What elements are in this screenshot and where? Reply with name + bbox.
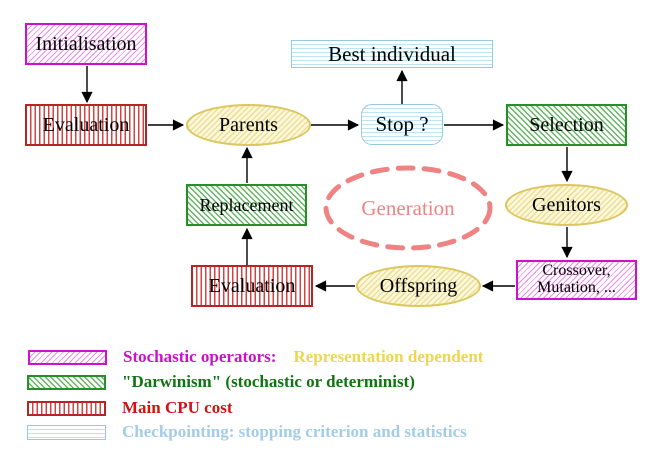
legend-swatch-checkpointing bbox=[27, 424, 106, 440]
node-crossover-mutation: Crossover, Mutation, ... bbox=[516, 260, 637, 300]
legend-label-darwinism: "Darwinism" (stochastic or determinist) bbox=[122, 372, 415, 391]
node-initialisation-label: Initialisation bbox=[35, 32, 137, 55]
legend-swatch-darwinism bbox=[27, 374, 106, 390]
node-replacement-label: Replacement bbox=[199, 194, 294, 215]
node-evaluation-top: Evaluation bbox=[25, 104, 147, 146]
node-selection: Selection bbox=[506, 104, 627, 146]
legend-row-darwinism: "Darwinism" (stochastic or determinist) bbox=[27, 372, 415, 392]
node-selection-label: Selection bbox=[529, 113, 604, 136]
generation-label: Generation bbox=[338, 195, 478, 221]
node-offspring: Offspring bbox=[356, 265, 481, 307]
legend-label-stochastic-main: Stochastic operators: bbox=[123, 347, 277, 366]
node-evaluation-bottom-label: Evaluation bbox=[208, 274, 296, 297]
node-genitors-label: Genitors bbox=[532, 193, 601, 216]
node-crossover-line1: Crossover, bbox=[542, 262, 611, 280]
legend-label-checkpointing: Checkpointing: stopping criterion and st… bbox=[122, 422, 467, 441]
node-evaluation-top-label: Evaluation bbox=[42, 113, 130, 136]
legend-swatch-cpu-cost bbox=[27, 400, 106, 416]
generation-loop-ellipse bbox=[323, 165, 493, 251]
node-crossover-line2: Mutation, ... bbox=[537, 279, 616, 296]
node-genitors: Genitors bbox=[505, 184, 628, 226]
node-parents-label: Parents bbox=[219, 113, 278, 136]
node-parents: Parents bbox=[186, 104, 311, 146]
node-evaluation-bottom: Evaluation bbox=[191, 265, 313, 307]
legend-label-spacer bbox=[281, 347, 290, 366]
node-offspring-label: Offspring bbox=[379, 274, 458, 297]
node-stop-label: Stop ? bbox=[375, 112, 429, 137]
legend-swatch-stochastic-operators bbox=[28, 349, 107, 365]
legend-row-checkpointing: Checkpointing: stopping criterion and st… bbox=[27, 422, 467, 442]
legend-row-stochastic: Stochastic operators: Representation dep… bbox=[28, 347, 483, 367]
legend-label-stochastic: Stochastic operators: Representation dep… bbox=[123, 347, 483, 367]
legend-label-representation: Representation dependent bbox=[293, 347, 484, 366]
generation-label-text: Generation bbox=[361, 195, 455, 220]
node-initialisation: Initialisation bbox=[25, 23, 147, 65]
node-replacement: Replacement bbox=[186, 184, 307, 226]
legend-label-cpu-cost: Main CPU cost bbox=[122, 398, 233, 417]
node-stop: Stop ? bbox=[361, 104, 443, 145]
node-best-individual-label: Best individual bbox=[328, 41, 456, 66]
node-best-individual: Best individual bbox=[291, 40, 493, 68]
legend-row-cpu-cost: Main CPU cost bbox=[27, 398, 232, 418]
